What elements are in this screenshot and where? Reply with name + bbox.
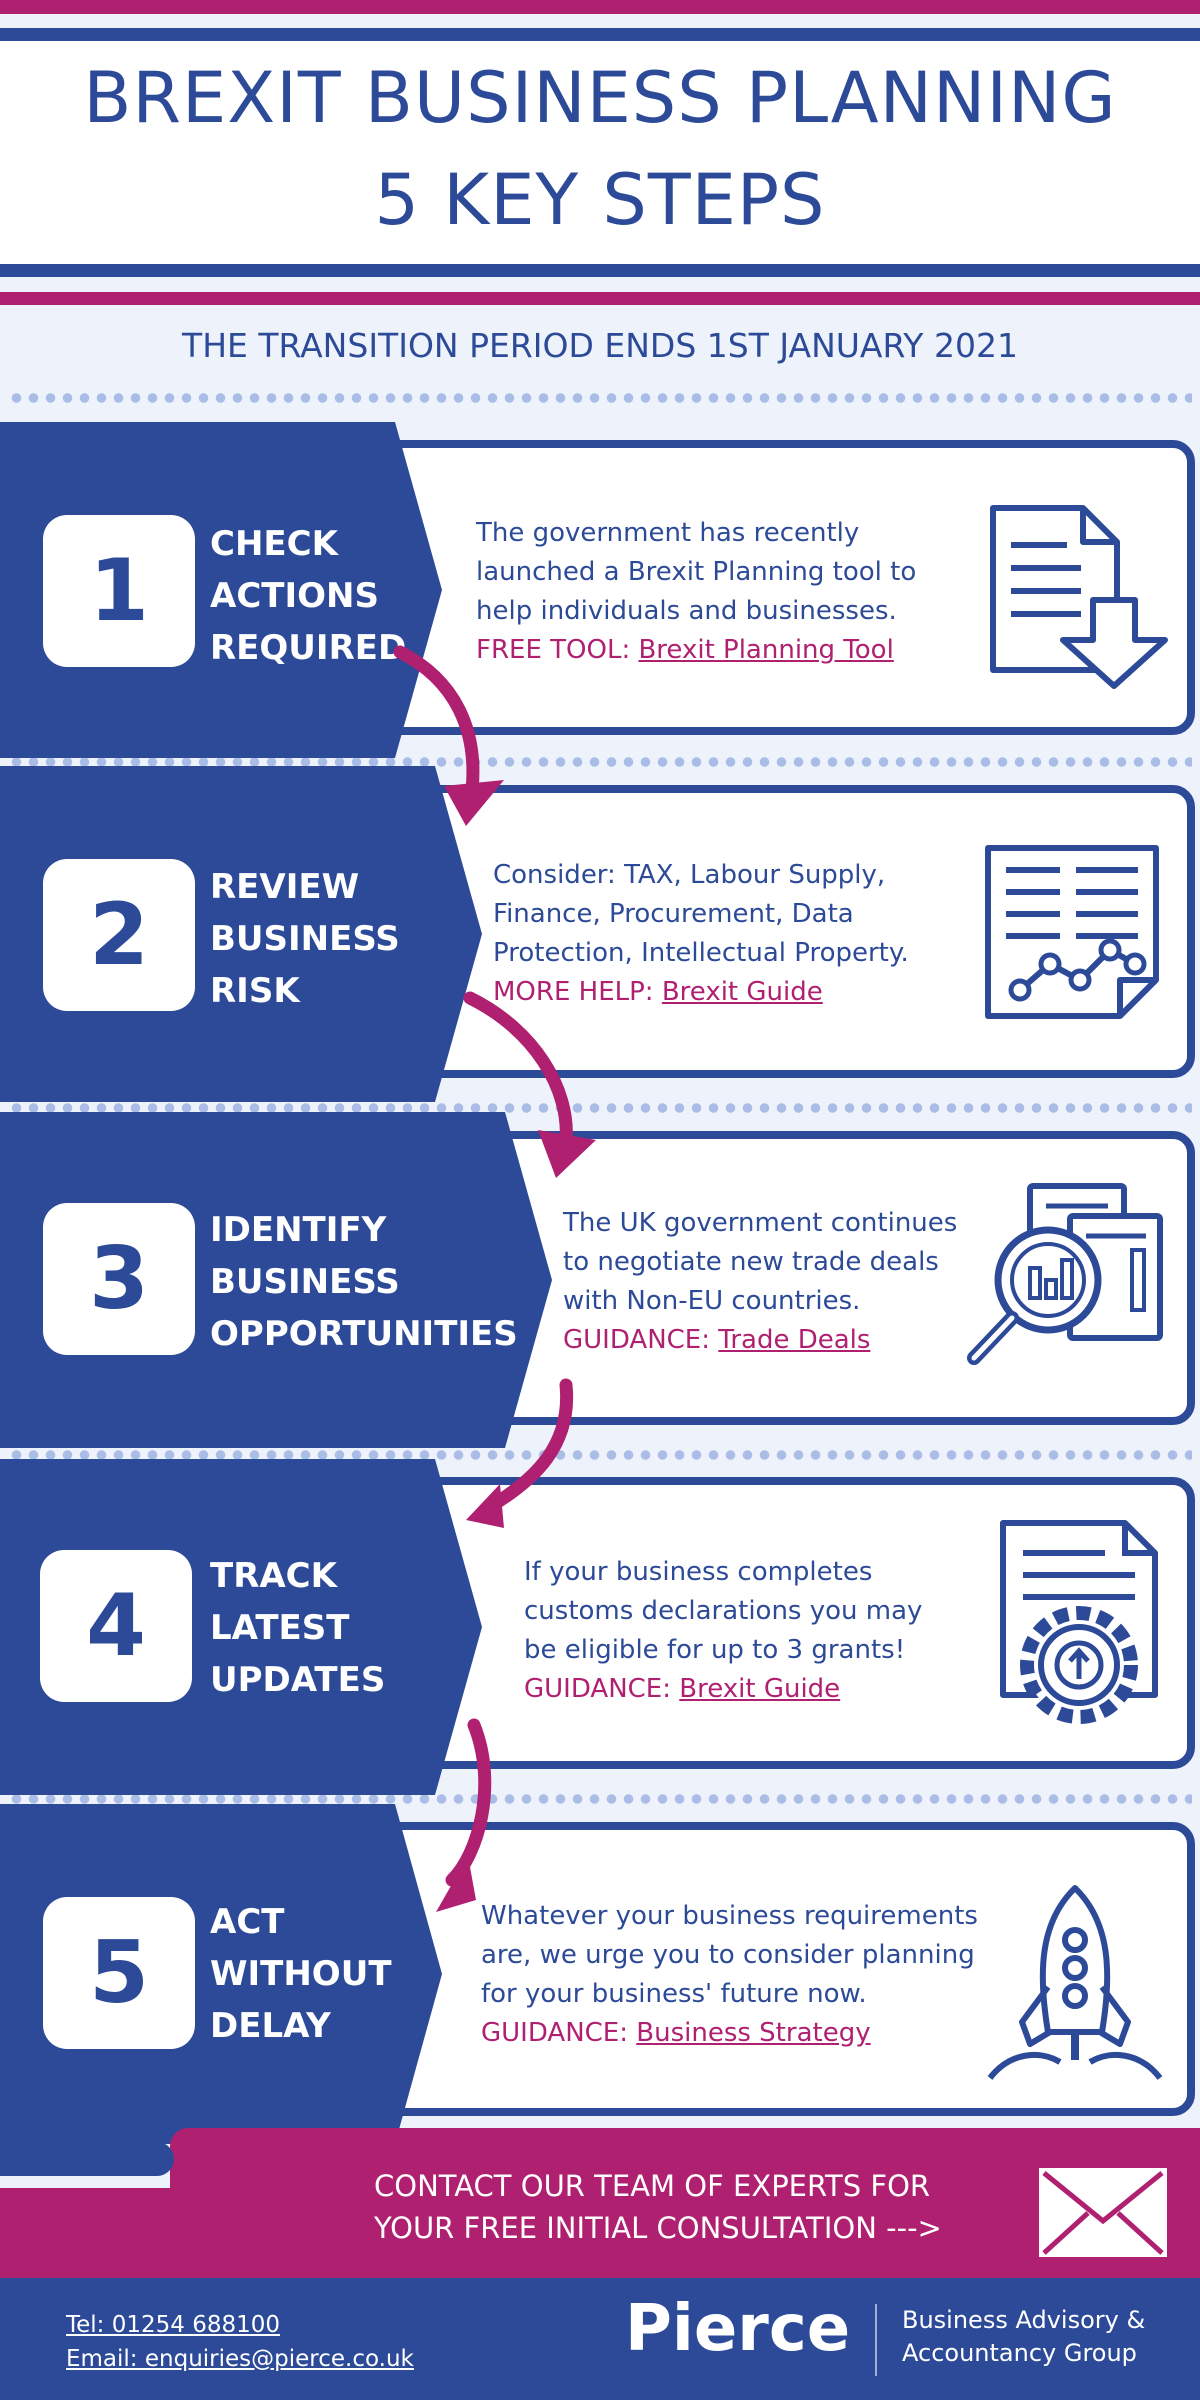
dotted-divider	[8, 1449, 1192, 1461]
page-title-line2: 5 KEY STEPS	[374, 159, 826, 241]
footer	[0, 2278, 1200, 2400]
step-4-number: 4	[40, 1550, 192, 1702]
rocket-icon	[987, 1885, 1163, 2080]
step-1-band	[0, 422, 442, 758]
brexit-planning-tool-link[interactable]: Brexit Planning Tool	[638, 635, 894, 665]
step-3-number: 3	[43, 1203, 195, 1355]
dotted-divider	[8, 1102, 1192, 1114]
step-1-card	[370, 440, 1195, 735]
step-2-band	[0, 766, 482, 1102]
envelope-icon[interactable]	[1036, 2165, 1170, 2260]
header-top-stripe-magenta	[0, 0, 1200, 14]
transition-subtitle: THE TRANSITION PERIOD ENDS 1ST JANUARY 2…	[182, 326, 1018, 365]
step-1-number: 1	[43, 515, 195, 667]
brexit-guide-link[interactable]: Brexit Guide	[679, 1674, 841, 1704]
step-4-band	[0, 1459, 482, 1795]
business-strategy-link[interactable]: Business Strategy	[636, 2018, 871, 2048]
cta-bar	[170, 2128, 1200, 2280]
document-download-icon	[990, 505, 1168, 689]
page-title-line1: BREXIT BUSINESS PLANNING	[83, 57, 1117, 139]
trade-deals-link[interactable]: Trade Deals	[718, 1325, 871, 1355]
cta-text[interactable]: CONTACT OUR TEAM OF EXPERTS FOR YOUR FRE…	[374, 2169, 942, 2245]
header-title-background	[0, 41, 1200, 264]
step-2-number: 2	[43, 859, 195, 1011]
phone-link[interactable]: Tel: 01254 688100	[66, 2312, 281, 2338]
header-bottom-stripe-blue	[0, 264, 1200, 277]
brand-logo: Pierce	[625, 2292, 851, 2366]
step-5-number: 5	[43, 1897, 195, 2049]
step-3-band	[0, 1112, 552, 1448]
email-link[interactable]: Email: enquiries@pierce.co.uk	[66, 2346, 414, 2372]
dotted-divider	[8, 392, 1192, 404]
footer-divider	[875, 2304, 877, 2376]
brexit-guide-link[interactable]: Brexit Guide	[661, 977, 823, 1007]
cta-bar-tab	[0, 2188, 200, 2280]
step-5-card	[370, 1822, 1195, 2116]
step-5-band	[0, 1804, 442, 2144]
magnifier-analysis-icon	[967, 1183, 1163, 1365]
dotted-divider	[8, 756, 1192, 768]
header-top-stripe-blue	[0, 28, 1200, 41]
report-chart-icon	[985, 845, 1159, 1019]
dotted-divider	[8, 1793, 1192, 1805]
header-bottom-stripe-magenta	[0, 292, 1200, 305]
step-2-text: Consider: TAX, Labour Supply,Finance, Pr…	[493, 860, 909, 1007]
brand-tagline: Business Advisory & Accountancy Group	[902, 2306, 1146, 2367]
document-gear-icon	[1000, 1520, 1158, 1724]
cta-bar-blue-strip	[0, 2142, 174, 2176]
